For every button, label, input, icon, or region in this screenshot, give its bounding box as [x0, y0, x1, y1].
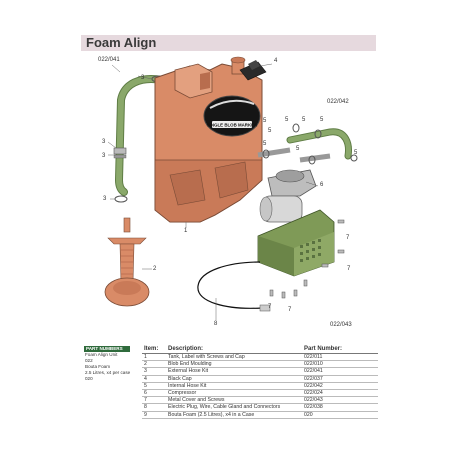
table-row: 1 Tank, Label with Screws and Cap 022/01… [142, 354, 378, 362]
cell-part-number: 020 [304, 411, 313, 418]
compressor [259, 169, 317, 223]
cell-part-number: 022/042 [304, 382, 323, 389]
callout-5: 5 [285, 117, 289, 123]
cell-item: 4 [144, 375, 147, 382]
callout-7: 7 [347, 266, 351, 272]
page-title: Foam Align [86, 35, 157, 50]
callout-3: 3 [141, 75, 145, 81]
cell-part-number: 022/037 [304, 375, 323, 382]
cell-description: Metal Cover and Screws [168, 397, 225, 404]
part-numbers-line: Bouta Foam [85, 364, 111, 369]
table-row: 6 Compressor 022/024 [142, 389, 378, 398]
cell-description: Internal Hose Kit [168, 382, 207, 389]
callout-kit-041: 022/041 [98, 57, 120, 63]
callout-3: 3 [102, 139, 106, 145]
parts-table: Item: Description: Part Number: 1 Tank, … [142, 345, 378, 419]
part-numbers-line: 022 [85, 358, 93, 363]
callout-6: 6 [320, 182, 324, 188]
part-numbers-line: 2.5 Litres, x4 per case [85, 370, 131, 375]
callout-7: 7 [268, 304, 272, 310]
cell-part-number: 022/011 [304, 354, 323, 360]
cell-item: 9 [144, 411, 147, 418]
callout-3: 3 [102, 153, 106, 159]
table-row: 8 Electric Plug, Wire, Cable Gland and C… [142, 404, 378, 412]
table-row: 5 Internal Hose Kit 022/042 [142, 383, 378, 390]
cell-description: Blob End Moulding [168, 361, 212, 368]
metal-cover [257, 209, 335, 277]
part-numbers-header: PART NUMBERS [84, 346, 130, 352]
cell-description: External Hose Kit [168, 368, 209, 375]
internal-hose-kit [257, 123, 358, 165]
cell-item: 5 [144, 382, 147, 389]
header-description: Description: [168, 346, 204, 352]
header-item: Item: [144, 346, 159, 352]
callout-5: 5 [263, 141, 267, 147]
cell-item: 3 [144, 368, 147, 375]
cell-description: Compressor [168, 389, 197, 396]
callout-5: 5 [354, 150, 358, 156]
blob-end-moulding [104, 217, 150, 307]
callout-7: 7 [288, 307, 292, 313]
table-row: 2 Blob End Moulding 022/010 [142, 361, 378, 369]
header-part-number: Part Number: [304, 346, 343, 352]
callout-7: 7 [346, 235, 350, 241]
callout-5: 5 [296, 146, 300, 152]
cell-item: 8 [144, 404, 147, 411]
cell-part-number: 022/024 [304, 389, 323, 396]
table-row: 4 Black Cap 022/037 [142, 376, 378, 383]
callout-8: 8 [214, 321, 218, 327]
tank-label [203, 95, 261, 137]
callout-3: 3 [103, 196, 107, 202]
callout-5: 5 [263, 118, 267, 124]
tank-label-text: SINGLE BLOB MARKER [207, 123, 258, 128]
electric-wire [197, 261, 271, 312]
cell-part-number: 022/010 [304, 361, 323, 368]
callout-kit-043: 022/043 [330, 322, 352, 328]
cell-description: Electric Plug, Wire, Cable Gland and Con… [168, 404, 281, 411]
cell-item: 1 [144, 354, 147, 360]
table-row: 9 Bouta Foam (2.5 Litres), x4 in a Case … [142, 412, 378, 419]
cell-item: 6 [144, 389, 147, 396]
part-numbers-list: Foam Align Unit 022 Bouta Foam 2.5 Litre… [85, 352, 137, 382]
callout-4: 4 [274, 58, 278, 64]
part-numbers-line: 020 [85, 376, 93, 381]
cell-item: 7 [144, 397, 147, 404]
callout-5: 5 [268, 128, 272, 134]
cell-part-number: 022/043 [304, 397, 323, 404]
table-row: 3 External Hose Kit 022/041 [142, 368, 378, 376]
callout-5: 5 [302, 117, 306, 123]
callout-5: 5 [320, 117, 324, 123]
part-numbers-line: Foam Align Unit [85, 352, 118, 357]
cell-description: Bouta Foam (2.5 Litres), x4 in a Case [168, 411, 255, 418]
callout-kit-042: 022/042 [327, 99, 349, 105]
callout-2: 2 [153, 266, 157, 272]
tank [154, 56, 263, 223]
table-header: Item: Description: Part Number: [142, 345, 378, 354]
table-row: 7 Metal Cover and Screws 022/043 [142, 397, 378, 405]
cell-part-number: 022/041 [304, 368, 323, 375]
title-bar [81, 35, 376, 51]
cell-part-number: 022/038 [304, 404, 323, 411]
screws [269, 219, 345, 299]
callout-1: 1 [184, 228, 188, 234]
black-cap [239, 60, 267, 81]
cell-description: Tank, Label with Screws and Cap [168, 354, 245, 360]
exploded-diagram: SINGLE BLOB MARKER [104, 56, 358, 320]
leader-lines [107, 63, 319, 320]
cell-description: Black Cap [168, 375, 192, 382]
cell-item: 2 [144, 361, 147, 368]
